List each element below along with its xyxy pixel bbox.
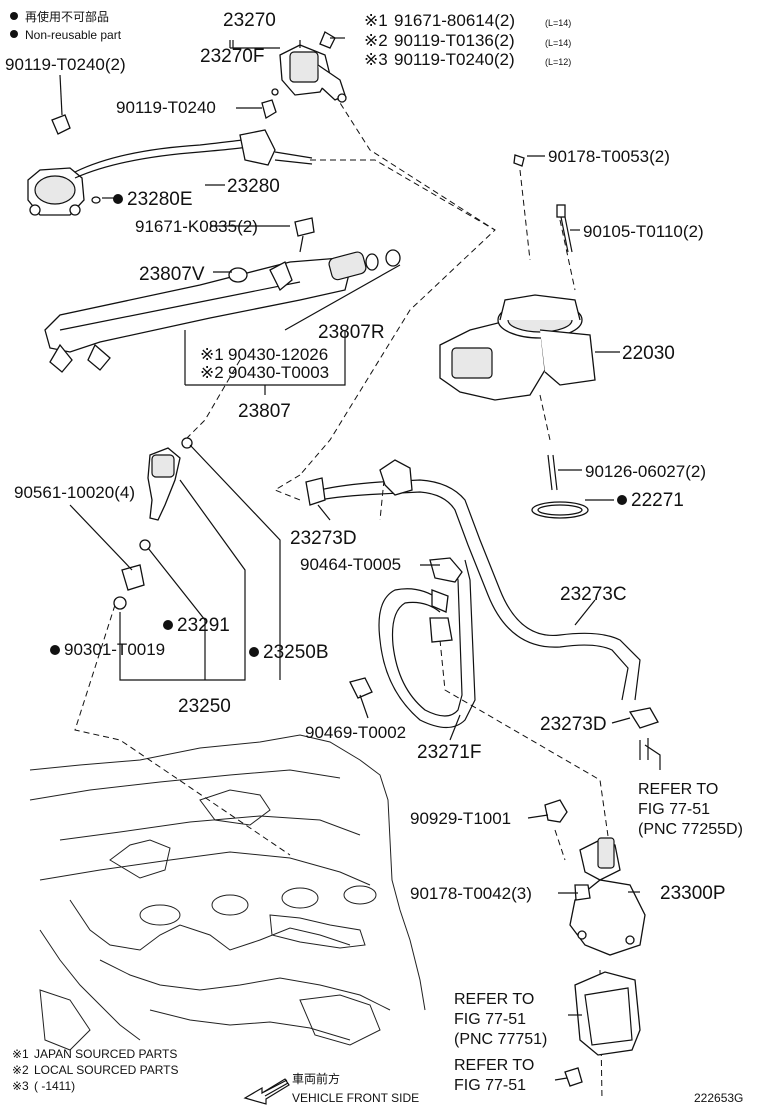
label-90119-T0136: 90119-T0136(2) bbox=[394, 31, 515, 50]
nonreusable-dot-icon bbox=[50, 645, 60, 655]
nonreusable-dot-icon bbox=[113, 194, 123, 204]
label-23250: 23250 bbox=[178, 696, 231, 717]
refer-2-line2: FIG 77-51 bbox=[454, 1011, 526, 1028]
label-23807R: 23807R bbox=[318, 322, 385, 343]
label-23273D-a: 23273D bbox=[290, 528, 357, 549]
refer-1-line3: (PNC 77255D) bbox=[638, 821, 743, 838]
footnotes: ※1 JAPAN SOURCED PARTS ※2 LOCAL SOURCED … bbox=[12, 1047, 178, 1093]
label-90105-T0110: 90105-T0110(2) bbox=[583, 222, 704, 241]
legend: 再使用不可部品 Non-reusable part bbox=[10, 9, 122, 42]
figure-id: 222653G bbox=[694, 1091, 743, 1105]
label-90301-T0019: 90301-T0019 bbox=[64, 640, 165, 659]
note-mark-3: ※3 bbox=[364, 50, 388, 69]
label-23807V: 23807V bbox=[139, 264, 205, 285]
refer-2-line1: REFER TO bbox=[454, 991, 534, 1008]
front-direction-caption: 車両前方 VEHICLE FRONT SIDE bbox=[292, 1071, 419, 1105]
refer-2-line3: (PNC 77751) bbox=[454, 1031, 547, 1048]
legend-nonreusable-en: Non-reusable part bbox=[25, 28, 122, 42]
note-mark-1b: ※1 bbox=[200, 345, 224, 364]
label-23271F: 23271F bbox=[417, 742, 481, 763]
sensor-23300P bbox=[544, 799, 646, 1087]
leader-lines bbox=[59, 40, 661, 1081]
label-23273C: 23273C bbox=[560, 584, 627, 605]
footnote-3-mark: ※3 bbox=[12, 1079, 29, 1093]
label-90178-T0053: 90178-T0053(2) bbox=[548, 147, 670, 166]
footnote-2-text: LOCAL SOURCED PARTS bbox=[34, 1063, 178, 1077]
nonreusable-dot-icon bbox=[163, 620, 173, 630]
label-23270: 23270 bbox=[223, 10, 276, 31]
label-23280: 23280 bbox=[227, 176, 280, 197]
label-90929-T1001: 90929-T1001 bbox=[410, 809, 511, 828]
note-mark-2b: ※2 bbox=[200, 363, 224, 382]
label-length-14b: (L=14) bbox=[545, 38, 571, 48]
label-90119-T0240-tl: 90119-T0240(2) bbox=[5, 55, 126, 74]
vsv-valve-23270 bbox=[261, 31, 347, 120]
label-22030: 22030 bbox=[622, 343, 675, 364]
nonreusable-dot-icon bbox=[617, 495, 627, 505]
vehicle-front-arrow bbox=[243, 1078, 290, 1105]
note-mark-2: ※2 bbox=[364, 31, 388, 50]
sensor-23280 bbox=[27, 114, 313, 216]
throttle-body-22030 bbox=[439, 154, 596, 519]
front-direction-jp: 車両前方 bbox=[292, 1071, 340, 1086]
nonreusable-dot-icon bbox=[10, 12, 18, 20]
label-90464-T0005: 90464-T0005 bbox=[300, 555, 401, 574]
vacuum-hoses bbox=[305, 459, 659, 760]
nonreusable-dot-icon bbox=[10, 30, 18, 38]
fuel-injector-23250 bbox=[113, 437, 193, 610]
label-90119-T0240: 90119-T0240 bbox=[116, 98, 216, 117]
label-90561-10020: 90561-10020(4) bbox=[14, 483, 135, 502]
label-23300P: 23300P bbox=[660, 883, 726, 904]
reference-dashed-lines bbox=[74, 94, 611, 1101]
label-90430-12026: 90430-12026 bbox=[228, 345, 328, 364]
label-22271: 22271 bbox=[631, 490, 684, 511]
label-length-14a: (L=14) bbox=[545, 18, 571, 28]
label-23807: 23807 bbox=[238, 401, 291, 422]
label-90469-T0002: 90469-T0002 bbox=[305, 723, 406, 742]
engine-outline bbox=[29, 734, 426, 1051]
label-90126-06027: 90126-06027(2) bbox=[585, 462, 706, 481]
refer-1-line1: REFER TO bbox=[638, 781, 718, 798]
refer-1-line2: FIG 77-51 bbox=[638, 801, 710, 818]
label-90430-T0003: 90430-T0003 bbox=[228, 363, 329, 382]
footnote-1-text: JAPAN SOURCED PARTS bbox=[34, 1047, 177, 1061]
label-23280E: 23280E bbox=[127, 189, 193, 210]
note-mark-1: ※1 bbox=[364, 11, 388, 30]
refer-3-line1: REFER TO bbox=[454, 1057, 534, 1074]
part-labels: 23270 23270F ※1 91671-80614(2) (L=14) ※2… bbox=[5, 10, 743, 1094]
footnote-1-mark: ※1 bbox=[12, 1047, 29, 1061]
front-direction-en: VEHICLE FRONT SIDE bbox=[292, 1091, 419, 1105]
fuel-delivery-pipe-23807 bbox=[44, 217, 401, 373]
label-23273D-b: 23273D bbox=[540, 714, 607, 735]
label-23250B: 23250B bbox=[263, 642, 329, 663]
label-90119-T0240-3: 90119-T0240(2) bbox=[394, 50, 515, 69]
label-length-12: (L=12) bbox=[545, 57, 571, 67]
legend-nonreusable-jp: 再使用不可部品 bbox=[25, 9, 109, 24]
footnote-2-mark: ※2 bbox=[12, 1063, 29, 1077]
label-23270F: 23270F bbox=[200, 46, 264, 67]
label-91671-K0835: 91671-K0835(2) bbox=[135, 217, 258, 236]
nonreusable-dot-icon bbox=[249, 647, 259, 657]
label-91671-80614: 91671-80614(2) bbox=[394, 11, 515, 30]
label-90178-T0042: 90178-T0042(3) bbox=[410, 884, 532, 903]
footnote-3-text: ( -1411) bbox=[34, 1079, 75, 1093]
label-23291: 23291 bbox=[177, 615, 230, 636]
refer-3-line2: FIG 77-51 bbox=[454, 1077, 526, 1094]
